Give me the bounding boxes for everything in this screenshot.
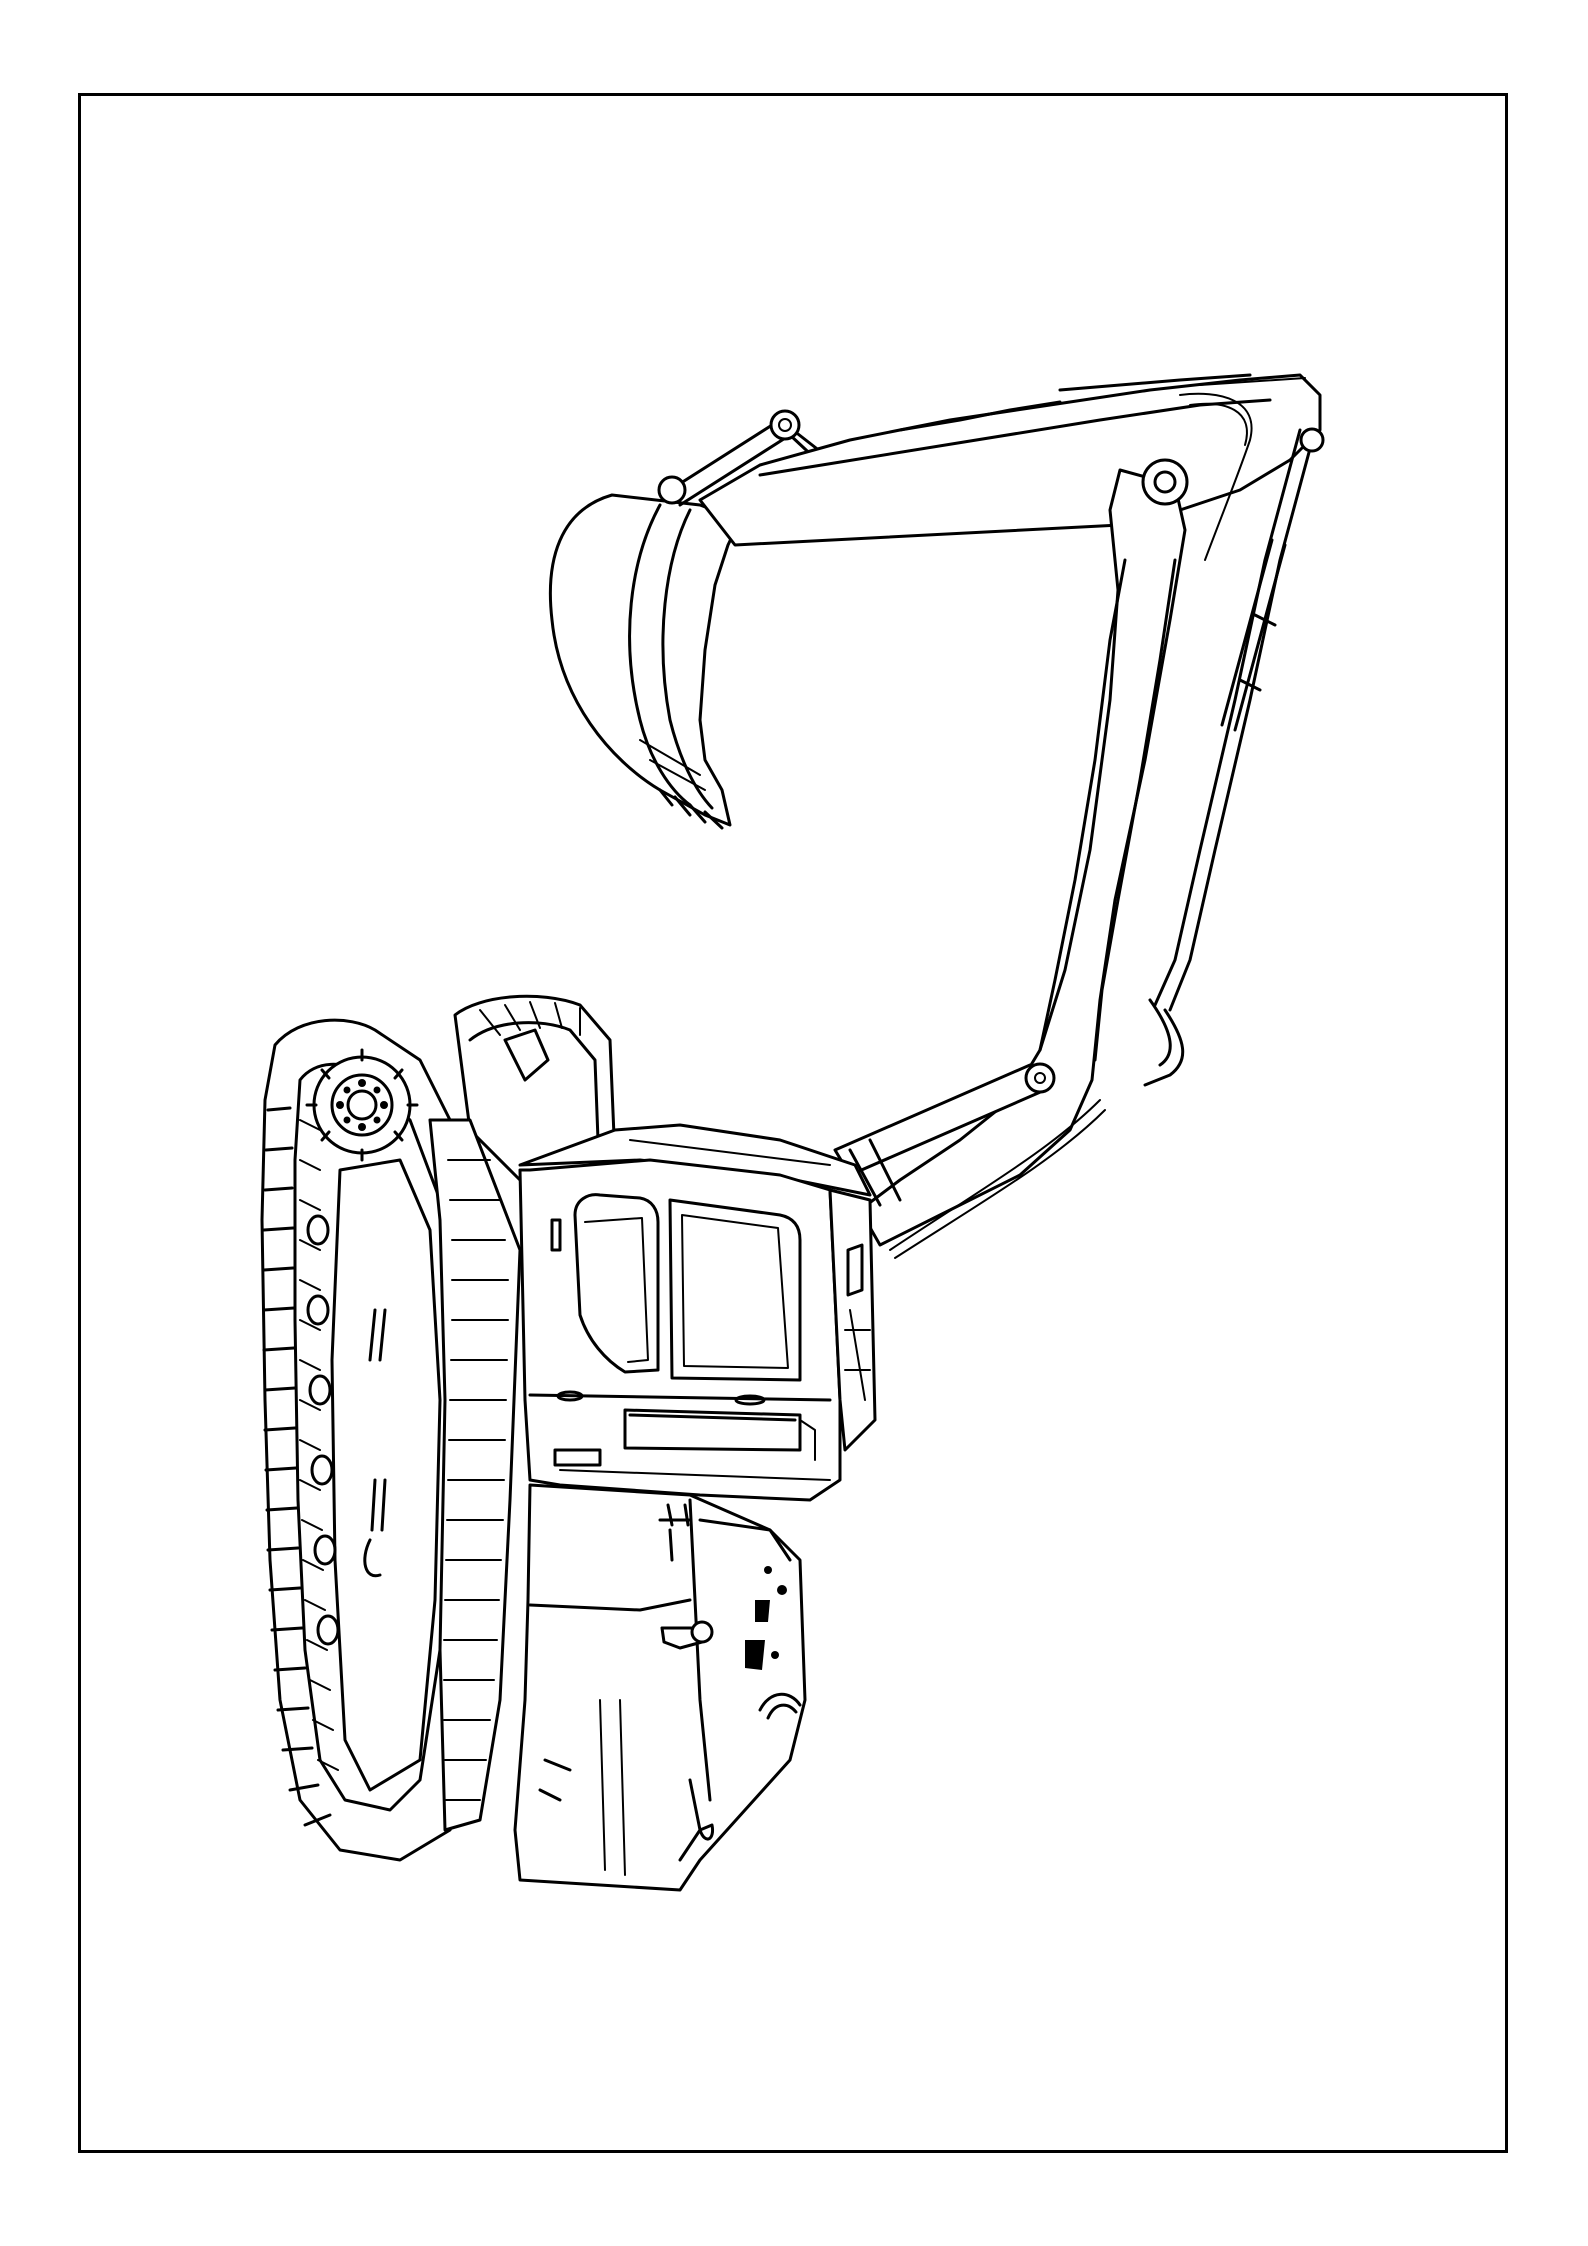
page-border [78,93,1508,2153]
boom-cylinder [1143,427,1325,1087]
drive-sprocket [305,1048,419,1162]
engine-body [513,1483,807,1892]
hydraulic-hoses [889,392,1253,1259]
cab [518,1123,877,1502]
stick-arm [698,373,1322,547]
right-track [428,994,617,1832]
bucket [548,493,742,830]
